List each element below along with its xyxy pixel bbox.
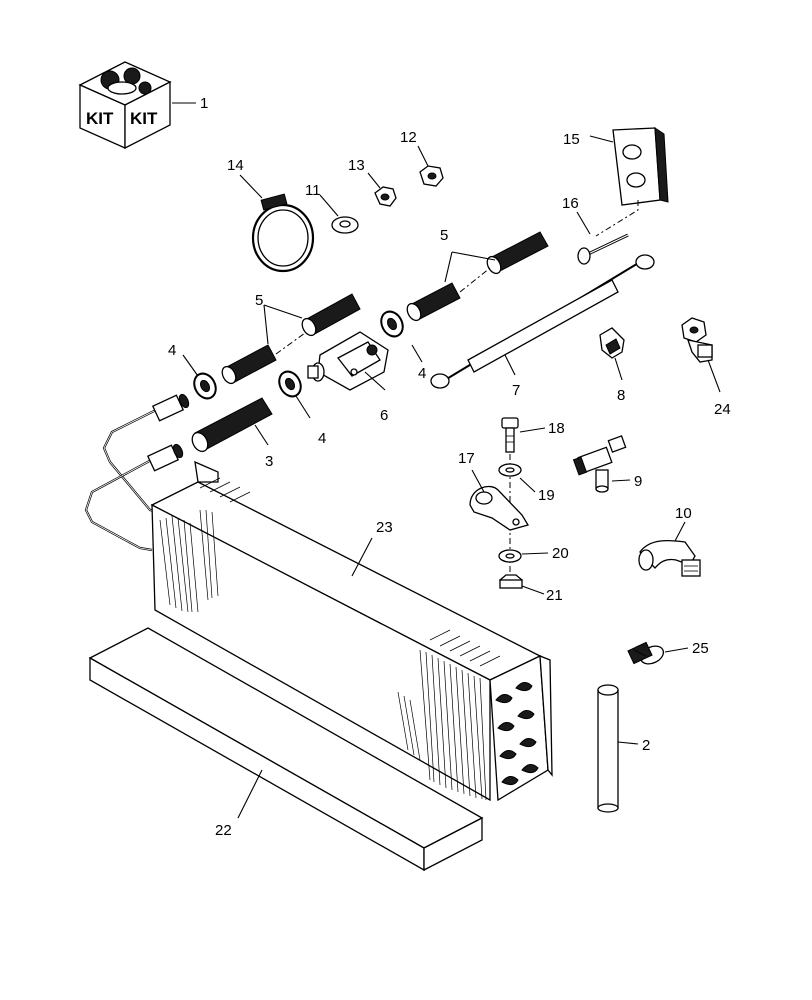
callout-23: 23 <box>376 519 393 536</box>
callout-15: 15 <box>563 131 580 148</box>
callout-4-center: 4 <box>318 430 326 447</box>
drain-tube <box>597 684 619 813</box>
callout-20: 20 <box>552 545 569 562</box>
evaporator-core <box>150 460 553 802</box>
pin-16 <box>577 233 629 265</box>
callout-12: 12 <box>400 129 417 146</box>
kit-label-right: KIT <box>130 109 158 128</box>
long-hose <box>191 397 273 453</box>
callout-3: 3 <box>265 453 273 470</box>
clamp-upper-right <box>380 310 404 338</box>
callout-1: 1 <box>200 95 208 112</box>
hose-clamp <box>251 193 315 273</box>
nut-12 <box>419 165 444 187</box>
callout-22: 22 <box>215 822 232 839</box>
callout-6: 6 <box>380 407 388 424</box>
callout-19: 19 <box>538 487 555 504</box>
washer-11 <box>331 216 359 234</box>
callout-17: 17 <box>458 450 475 467</box>
nut-13 <box>374 186 397 207</box>
clamp-center <box>278 370 302 398</box>
washer-19 <box>498 463 522 477</box>
callout-24: 24 <box>714 401 731 418</box>
plug-25 <box>627 641 665 665</box>
clamp-left <box>193 372 217 400</box>
tee-fitting-9 <box>572 435 627 493</box>
p-clip-8 <box>599 327 625 359</box>
stay-rod <box>430 254 655 389</box>
nut-21 <box>499 574 523 589</box>
elbow-fitting-24 <box>681 317 713 363</box>
callout-18: 18 <box>548 420 565 437</box>
callout-5-left: 5 <box>255 292 263 309</box>
callout-4-left: 4 <box>168 342 176 359</box>
callout-25: 25 <box>692 640 709 657</box>
callout-11: 11 <box>305 182 321 199</box>
kit-box: KIT KIT <box>78 61 172 150</box>
callout-5-upper: 5 <box>440 227 448 244</box>
callout-9: 9 <box>634 473 642 490</box>
tube-fitting-upper <box>151 393 190 422</box>
callout-4-right: 4 <box>418 365 426 382</box>
callout-7: 7 <box>512 382 520 399</box>
callout-10: 10 <box>675 505 692 522</box>
bracket-plate <box>612 127 669 206</box>
callout-8: 8 <box>617 387 625 404</box>
elbow-fitting-10 <box>638 539 701 577</box>
kit-label-left: KIT <box>86 109 114 128</box>
callout-21: 21 <box>546 587 563 604</box>
callout-16: 16 <box>562 195 579 212</box>
tube-fitting-lower <box>146 443 184 472</box>
washer-20 <box>498 549 522 563</box>
bolt-18 <box>501 417 519 453</box>
lower-short-hose <box>221 344 277 385</box>
upper-hose-left <box>301 293 361 337</box>
capillary-tubes <box>84 407 161 552</box>
foam-strip <box>88 627 484 872</box>
upper-hose-mid <box>406 282 461 322</box>
p-clip-17 <box>469 485 529 531</box>
callout-13: 13 <box>348 157 365 174</box>
upper-hose-right <box>486 231 549 275</box>
callout-14: 14 <box>227 157 244 174</box>
callout-2: 2 <box>642 737 650 754</box>
gauge-valve <box>307 331 389 391</box>
